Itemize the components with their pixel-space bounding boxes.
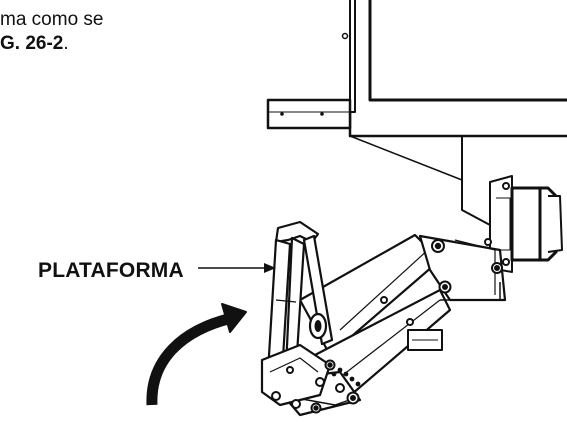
instruction-text: ma como se G. 26-2. <box>0 8 103 56</box>
instruction-line-2: G. 26-2. <box>0 32 103 56</box>
drive-chain <box>331 367 361 387</box>
pivot-bolts <box>271 238 503 414</box>
instruction-line-2-tail: . <box>63 33 69 54</box>
motor-unit <box>489 175 563 273</box>
machine-chassis <box>266 0 567 226</box>
callout-pointer <box>198 263 276 273</box>
instruction-line-1: ma como se <box>0 9 104 30</box>
rotation-arrow-icon <box>146 303 247 406</box>
platform-label: PLATAFORMA <box>38 259 184 282</box>
figure-reference: G. 26-2 <box>0 33 64 54</box>
platform <box>260 220 334 407</box>
